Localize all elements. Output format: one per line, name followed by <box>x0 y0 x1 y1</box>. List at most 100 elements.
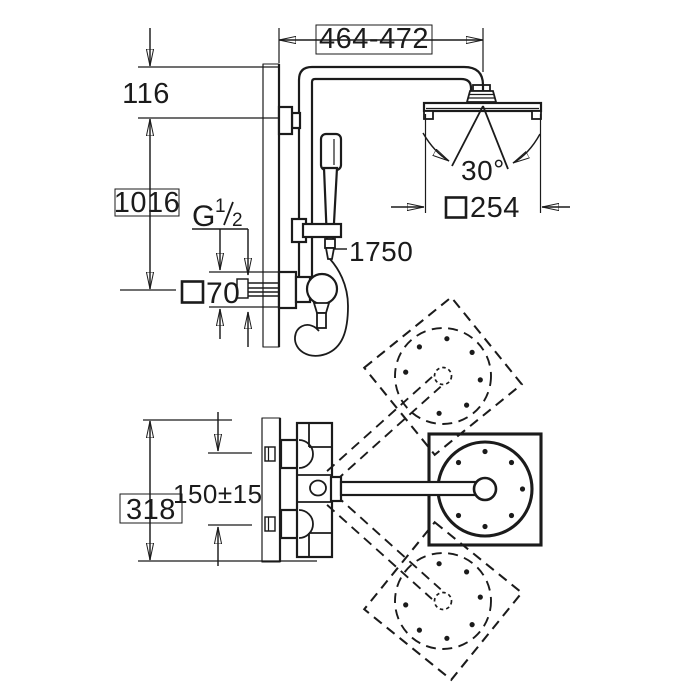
head-shower <box>422 84 543 120</box>
nozzle-dot <box>436 410 442 416</box>
dim-escutcheon-label: 70 <box>206 277 240 310</box>
hose-outlet-taper <box>312 302 331 314</box>
arm-edge <box>335 385 442 482</box>
shower-pipe <box>297 65 485 283</box>
label-thread: G 1 2 <box>192 196 248 275</box>
arm-pivot-ball <box>309 479 327 497</box>
rotated-head-circle <box>394 327 492 425</box>
nozzle-dot <box>416 627 422 633</box>
dim-total-height: 318 <box>119 419 317 562</box>
dim-head-size: 254 <box>391 114 570 224</box>
nozzle-dot <box>455 512 462 519</box>
hand-shower-head <box>319 132 343 172</box>
wall-bracket <box>277 105 302 136</box>
label-backdrop <box>119 493 183 524</box>
label-hose-length: 1750 <box>334 236 413 267</box>
nozzle-dot <box>403 369 409 375</box>
hose-coupling <box>324 238 336 249</box>
swivel-arc-arrow <box>422 132 450 162</box>
dim-width-range-label: 464-472 <box>319 23 429 55</box>
square-symbol <box>444 196 468 219</box>
union-escutcheon <box>279 508 300 540</box>
wall-section <box>262 63 281 348</box>
arm-ball-joint <box>472 476 498 502</box>
wall-hatch <box>261 417 281 563</box>
thermostat-valve-plan <box>264 421 334 559</box>
arm-mount <box>329 475 343 503</box>
dim-swivel-angle: 30° <box>422 105 541 186</box>
nozzle-dot <box>455 459 462 466</box>
shower-arm <box>339 480 482 497</box>
head-shower-plan <box>329 432 543 547</box>
valve-dome <box>298 509 314 539</box>
nozzle-dot <box>444 635 450 641</box>
dim-inlet-spacing-label: 150±15 <box>173 479 263 509</box>
pipe-outer-outline <box>297 65 485 283</box>
supply-stub <box>264 446 276 462</box>
nozzle-dot <box>508 512 515 519</box>
nozzle-dot <box>482 523 488 530</box>
swivel-arm-dashed-lower <box>326 494 442 600</box>
thread-numerator: 1 <box>215 196 226 217</box>
bracket-escutcheon <box>277 105 294 136</box>
dim-head-size-label: 254 <box>470 192 520 224</box>
arm-edge <box>335 494 442 591</box>
swivel-arc-arrow <box>512 133 541 164</box>
fraction-slash <box>223 201 234 226</box>
swivel-arm-dashed-upper <box>326 376 442 482</box>
label-backdrop <box>114 188 180 217</box>
thread-prefix: G <box>192 200 216 233</box>
valve-escutcheon <box>277 270 298 310</box>
holder-bar <box>301 222 343 239</box>
rotated-ball-joint <box>433 366 453 386</box>
nozzle-dot <box>477 594 483 600</box>
valve-knob <box>305 272 339 306</box>
bracket-arm <box>290 111 302 130</box>
rotated-ball-joint <box>433 591 453 611</box>
nozzle-dot <box>444 336 450 342</box>
nozzle-dot <box>416 344 422 350</box>
square-symbol <box>180 280 205 304</box>
dim-rail-length: 1016 <box>114 119 181 291</box>
swivel-angle-label: 30° <box>461 154 505 186</box>
nozzle-dot <box>482 448 488 455</box>
nozzle-dot <box>469 349 475 355</box>
head-position-lower <box>362 520 524 682</box>
shower-hose <box>294 258 349 357</box>
head-position-upper <box>362 295 524 457</box>
wall-plan <box>261 417 282 563</box>
nozzle-dot <box>508 459 515 466</box>
thermostat-valve-side <box>236 270 339 329</box>
dim-width-range: 464-472 <box>278 23 484 72</box>
nozzle-dot <box>403 602 409 608</box>
degree-symbol: ° <box>493 154 505 185</box>
dim-rail-length-label: 1016 <box>114 187 181 219</box>
head-plate-lip-left <box>423 110 434 120</box>
dim-top-offset-label: 116 <box>122 78 170 110</box>
ball-joint-cone <box>465 90 498 103</box>
hand-shower <box>290 132 343 260</box>
nozzle-dot <box>436 561 442 567</box>
swivel-limit-line <box>482 105 509 170</box>
nozzle-dot <box>519 486 526 492</box>
rotated-head-square <box>362 295 524 457</box>
arm-edge <box>326 376 433 472</box>
dim-inlet-spacing: 150±15 <box>173 412 263 566</box>
hose-outlet <box>316 312 327 329</box>
valve-dome <box>298 439 314 469</box>
hose-coupling-tip <box>324 247 336 260</box>
nozzle-dot <box>469 622 475 628</box>
hose-length-label: 1750 <box>349 236 413 267</box>
arm-edge <box>326 504 433 600</box>
nozzle-dot <box>464 402 470 408</box>
pipe-inner-outline <box>310 77 473 283</box>
head-plate-lip-right <box>531 110 542 120</box>
supply-stub <box>264 516 276 532</box>
nozzle-dot <box>464 569 470 575</box>
dim-total-height-label: 318 <box>126 494 176 526</box>
union-escutcheon <box>279 438 300 470</box>
rotated-head-circle <box>394 552 492 650</box>
swivel-limit-line <box>451 105 484 167</box>
